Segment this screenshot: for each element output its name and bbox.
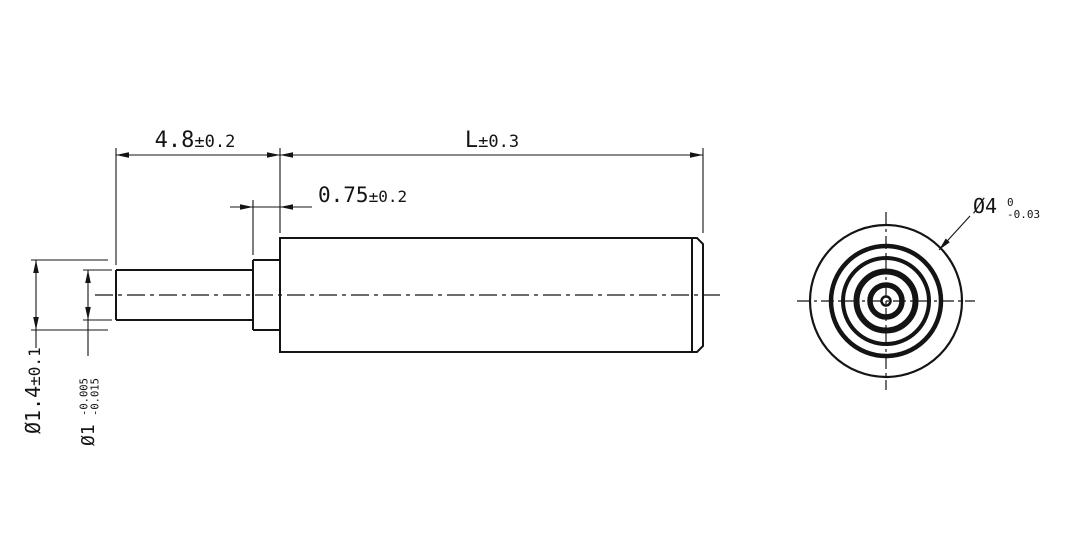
- arrowhead: [280, 204, 293, 210]
- shaft-dia-upper-tol: -0.005: [79, 378, 91, 416]
- shaft-dia-lower-tol: -0.015: [90, 378, 102, 416]
- arrowhead: [85, 307, 91, 320]
- arrowhead: [267, 152, 280, 158]
- dim-collar-width-text: 0.75±0.2: [318, 183, 407, 207]
- end-view: Ø4 0 -0.03: [797, 194, 1040, 390]
- dim-shaft-dia-text: Ø1 -0.005 -0.015: [78, 378, 102, 446]
- dim-shaft-length-text: 4.8±0.2: [155, 128, 236, 153]
- dim-collar-dia-text: Ø1.4±0.1: [21, 347, 45, 434]
- arrowhead: [280, 152, 293, 158]
- dim-body-dia-text: Ø4 0 -0.03: [973, 194, 1040, 221]
- dim-body-length-text: L±0.3: [465, 128, 519, 153]
- arrowhead: [116, 152, 129, 158]
- leader-arrowhead: [939, 238, 950, 250]
- arrowhead: [690, 152, 703, 158]
- body-dia-upper-tol: 0: [1007, 196, 1014, 209]
- dimensions: 4.8±0.2 L±0.3 0.75±0.2 Ø1.4±0.1: [21, 128, 704, 446]
- body-dia-lower-tol: -0.03: [1007, 208, 1040, 221]
- svg-text:Ø1: Ø1: [78, 424, 99, 446]
- svg-text:Ø1.4±0.1: Ø1.4±0.1: [21, 347, 45, 434]
- side-view: [95, 237, 720, 353]
- arrowhead: [33, 317, 39, 330]
- body-outline: [279, 237, 704, 353]
- arrowhead: [33, 260, 39, 273]
- arrowhead: [85, 270, 91, 283]
- svg-text:Ø4: Ø4: [973, 194, 997, 218]
- arrowhead: [240, 204, 253, 210]
